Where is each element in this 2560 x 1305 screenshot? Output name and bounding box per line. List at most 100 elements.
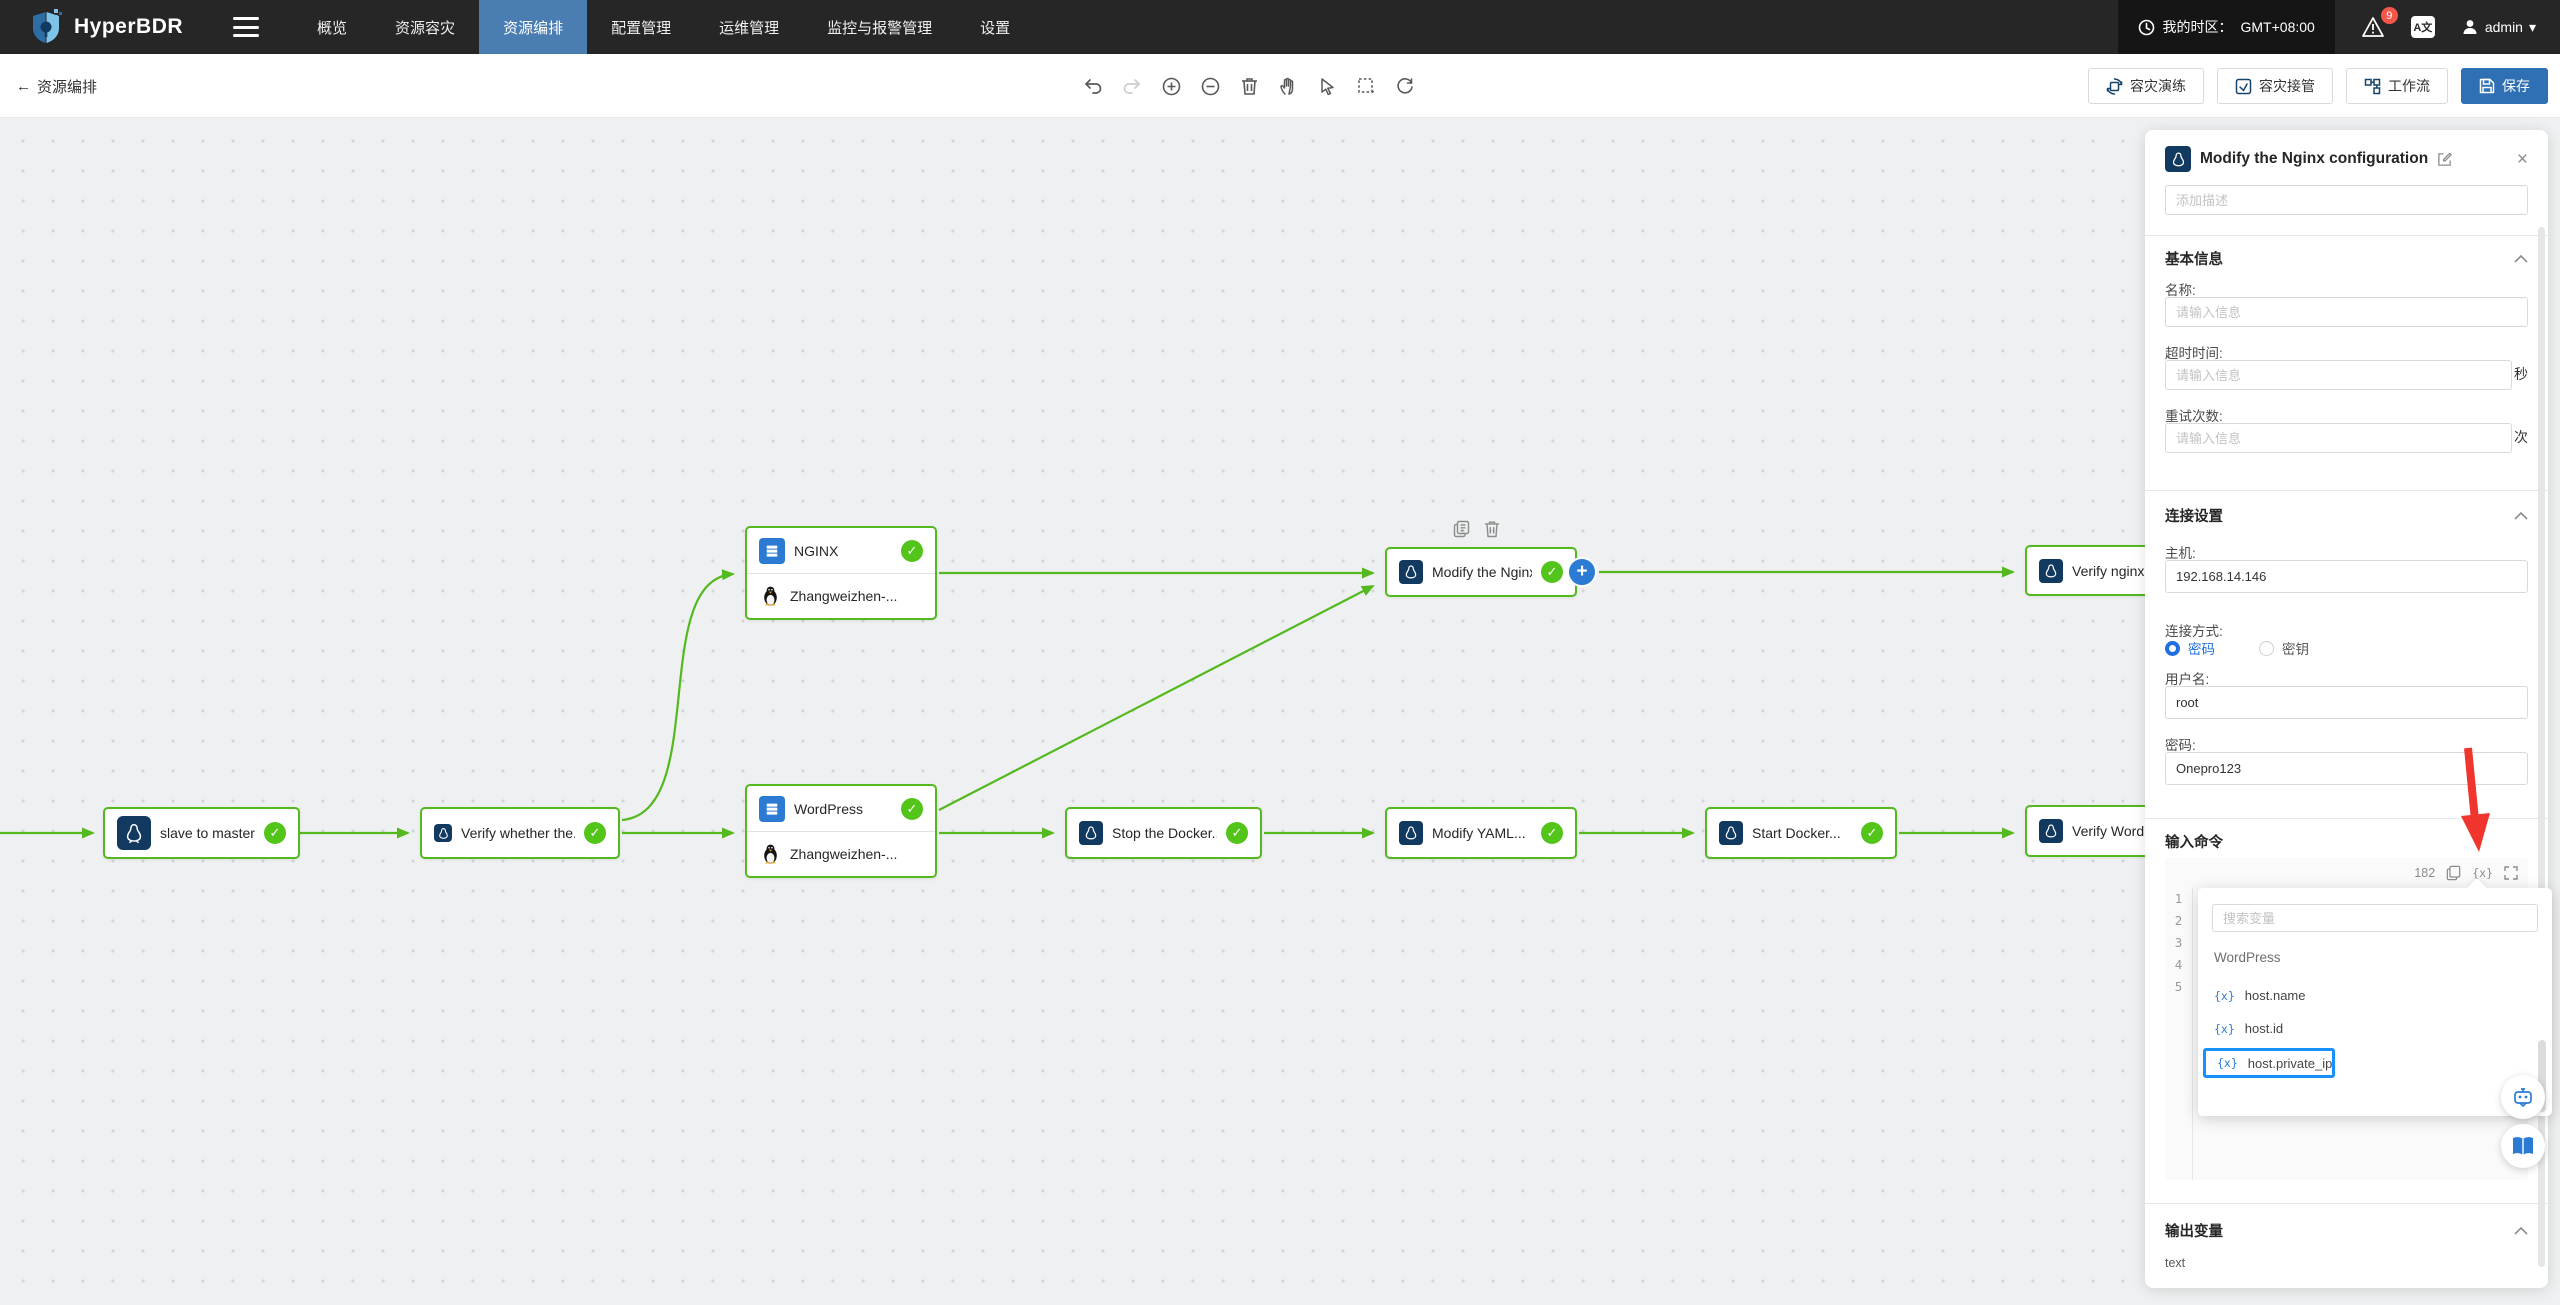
panel-scrollbar[interactable] xyxy=(2538,227,2545,1267)
hyperbdr-logo-icon xyxy=(33,9,62,43)
variable-item-host-private-ip[interactable]: {x} host.private_ip xyxy=(2203,1048,2335,1078)
timezone-value: GMT+08:00 xyxy=(2240,19,2315,35)
workflow-button[interactable]: 工作流 xyxy=(2346,68,2448,104)
variable-item-host-name[interactable]: {x} host.name xyxy=(2214,988,2305,1003)
radio-password-label: 密码 xyxy=(2188,642,2215,657)
basic-info-section-header: 基本信息 xyxy=(2165,248,2528,269)
divider xyxy=(2145,490,2548,491)
retry-input[interactable] xyxy=(2165,423,2512,453)
username-input[interactable] xyxy=(2165,686,2528,719)
timeout-input[interactable] xyxy=(2165,360,2512,390)
group-os-row: Zhangweizhen-... xyxy=(747,573,935,618)
workflow-canvas[interactable]: slave to master ✓ Verify whether the... … xyxy=(0,118,2560,1305)
ai-assistant-button[interactable] xyxy=(2501,1075,2545,1119)
variable-item-host-id[interactable]: {x} host.id xyxy=(2214,1021,2283,1036)
menu-item-config[interactable]: 配置管理 xyxy=(611,19,672,37)
radio-key[interactable]: 密钥 xyxy=(2259,638,2309,658)
book-icon xyxy=(2513,1137,2533,1155)
description-input[interactable] xyxy=(2165,185,2528,215)
menu-item-resource-dr[interactable]: 资源容灾 xyxy=(395,19,456,37)
app-server-icon xyxy=(759,537,785,564)
divider xyxy=(2145,818,2548,819)
menu-item-monitoring[interactable]: 监控与报警管理 xyxy=(827,19,933,37)
dropdown-scrollbar[interactable] xyxy=(2538,1040,2546,1112)
menu-item-overview[interactable]: 概览 xyxy=(317,19,348,37)
redo-icon[interactable] xyxy=(1121,75,1143,97)
panel-header: Modify the Nginx configuration × xyxy=(2165,146,2528,172)
language-button[interactable]: A文 xyxy=(2410,16,2435,38)
linux-task-icon xyxy=(2039,819,2063,843)
undo-icon[interactable] xyxy=(1082,75,1104,97)
docs-button[interactable] xyxy=(2501,1124,2545,1168)
copy-code-icon[interactable] xyxy=(2446,865,2461,881)
page-title: 资源编排 xyxy=(37,78,98,96)
linux-task-icon xyxy=(117,816,151,850)
group-host-row: WordPress ✓ xyxy=(747,786,935,831)
marquee-select-icon[interactable] xyxy=(1355,75,1377,97)
workflow-icon xyxy=(2364,78,2381,94)
close-panel-icon[interactable]: × xyxy=(2516,148,2528,170)
select-cursor-icon[interactable] xyxy=(1316,75,1338,97)
conn-type-radios: 密码 密钥 xyxy=(2165,638,2528,658)
menu-item-orchestration[interactable]: 资源编排 xyxy=(479,0,588,54)
node-group-wordpress[interactable]: WordPress ✓ Zhangweizhen-... xyxy=(745,784,937,878)
app-server-icon xyxy=(759,795,785,822)
host-input[interactable] xyxy=(2165,560,2528,593)
back-breadcrumb[interactable]: ← 资源编排 xyxy=(16,54,97,118)
collapse-chevron-icon[interactable] xyxy=(2514,1223,2528,1239)
fullscreen-icon[interactable] xyxy=(2504,866,2518,880)
delete-node-icon[interactable] xyxy=(1484,520,1500,543)
editor-toolbar: ← 资源编排 容灾演练 xyxy=(0,54,2560,118)
pan-hand-icon[interactable] xyxy=(1277,75,1299,97)
dr-drill-button[interactable]: 容灾演练 xyxy=(2088,68,2204,104)
node-stop-docker[interactable]: Stop the Docker... ✓ xyxy=(1065,807,1262,859)
variable-badge-icon: {x} xyxy=(2217,1056,2238,1070)
connection-section-header: 连接设置 xyxy=(2165,505,2528,526)
node-label: Verify whether the... xyxy=(461,825,575,841)
menu-item-ops[interactable]: 运维管理 xyxy=(719,19,780,37)
refresh-icon[interactable] xyxy=(1394,75,1416,97)
name-input[interactable] xyxy=(2165,297,2528,327)
node-group-nginx[interactable]: NGINX ✓ Zhangweizhen-... xyxy=(745,526,937,620)
node-slave-to-master[interactable]: slave to master ✓ xyxy=(103,807,300,859)
dr-drill-icon xyxy=(2106,77,2123,95)
password-input[interactable] xyxy=(2165,752,2528,785)
brand[interactable]: HyperBDR xyxy=(0,8,209,46)
node-modify-nginx[interactable]: Modify the Nginx... ✓ xyxy=(1385,547,1577,597)
collapse-chevron-icon[interactable] xyxy=(2514,251,2528,267)
save-button[interactable]: 保存 xyxy=(2461,68,2548,104)
node-label: Verify nginx... xyxy=(2072,562,2157,579)
zoom-in-icon[interactable] xyxy=(1160,75,1182,97)
insert-variable-icon[interactable]: {x} xyxy=(2472,866,2493,880)
menu-item-settings[interactable]: 设置 xyxy=(980,19,1011,37)
timezone-chip[interactable]: 我的时区： GMT+08:00 xyxy=(2117,0,2335,54)
alerts-button[interactable]: 9 xyxy=(2361,7,2398,38)
conn-type-label: 连接方式: xyxy=(2165,624,2223,639)
menu-toggle-icon[interactable] xyxy=(233,17,260,37)
variable-dropdown: WordPress {x} host.name {x} host.id {x} … xyxy=(2198,878,2552,1116)
node-start-docker[interactable]: Start Docker... ✓ xyxy=(1705,807,1897,859)
radio-password[interactable]: 密码 xyxy=(2165,638,2215,658)
copy-node-icon[interactable] xyxy=(1453,520,1470,543)
collapse-chevron-icon[interactable] xyxy=(2514,508,2528,524)
zoom-out-icon[interactable] xyxy=(1199,75,1221,97)
success-check-icon: ✓ xyxy=(1861,822,1883,844)
delete-icon[interactable] xyxy=(1238,75,1260,97)
command-title: 输入命令 xyxy=(2165,835,2223,851)
add-connection-button[interactable]: + xyxy=(1567,557,1597,587)
timeout-unit: 秒 xyxy=(2514,366,2528,382)
linux-task-icon xyxy=(1719,821,1743,845)
group-host-row: NGINX ✓ xyxy=(747,528,935,573)
node-modify-yaml[interactable]: Modify YAML... ✓ xyxy=(1385,807,1577,859)
dr-takeover-label: 容灾接管 xyxy=(2259,78,2315,94)
node-verify-whether[interactable]: Verify whether the... ✓ xyxy=(420,807,620,859)
variable-search-input[interactable] xyxy=(2212,904,2538,932)
node-label: slave to master xyxy=(160,825,255,841)
editor-toolbar-row: 182 {x} xyxy=(2165,858,2528,884)
panel-title: Modify the Nginx configuration xyxy=(2200,150,2429,167)
success-check-icon: ✓ xyxy=(264,822,286,844)
dr-takeover-button[interactable]: 容灾接管 xyxy=(2217,68,2333,104)
user-menu[interactable]: admin ▾ xyxy=(2461,18,2536,36)
variable-badge-icon: {x} xyxy=(2214,988,2235,1003)
edit-title-icon[interactable] xyxy=(2437,152,2452,167)
